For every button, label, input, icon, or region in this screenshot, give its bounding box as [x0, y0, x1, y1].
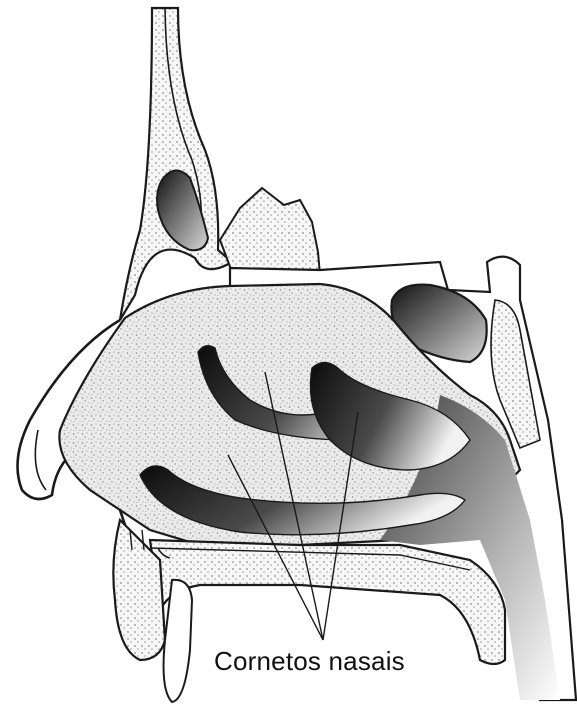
frontal-bone: [120, 8, 232, 320]
turbinates-label: Cornetos nasais: [214, 646, 405, 677]
nasal-crest: [220, 188, 320, 275]
